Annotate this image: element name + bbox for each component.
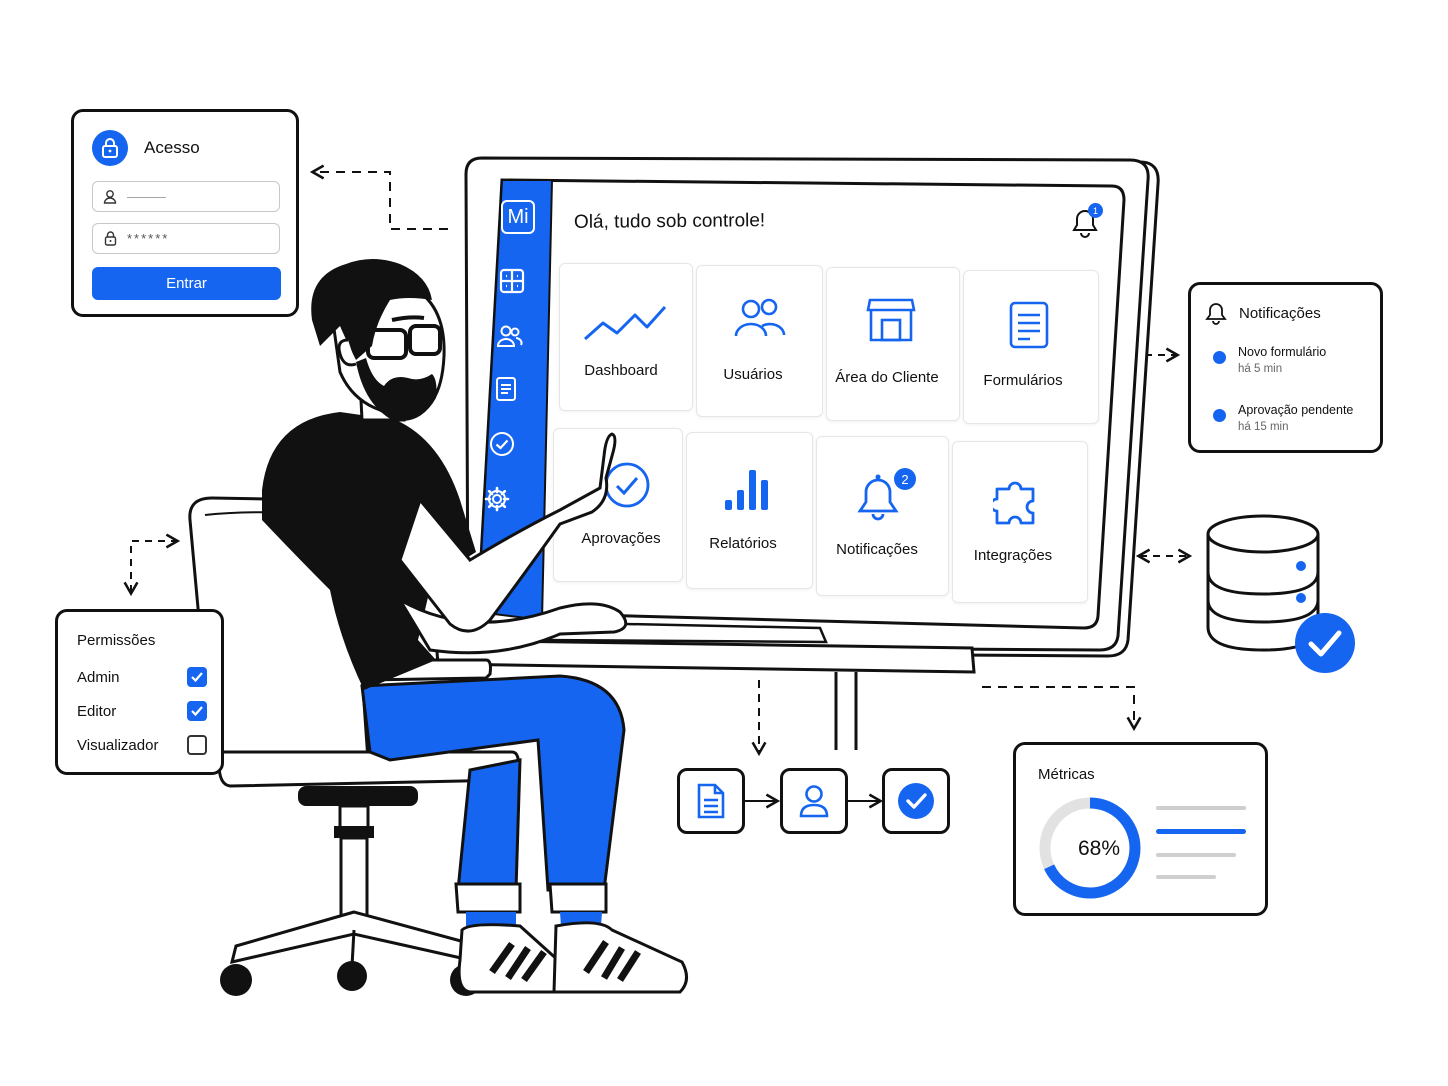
tile-users[interactable]	[696, 265, 823, 417]
tile-notifications-badge: 2	[894, 468, 916, 490]
notification-item[interactable]: Aprovação pendente há 15 min	[1213, 403, 1353, 433]
check-circle-icon	[898, 783, 934, 819]
role-checkbox[interactable]	[187, 701, 207, 721]
password-value: ******	[127, 231, 170, 246]
lock-icon	[93, 231, 127, 246]
user-icon	[799, 785, 829, 818]
tile-reports[interactable]	[686, 432, 813, 589]
sidebar-item-approvals[interactable]	[487, 429, 517, 459]
puzzle-icon	[993, 481, 1035, 525]
role-label: Editor	[77, 702, 117, 720]
gear-icon	[484, 486, 510, 512]
permissions-card: Permissões Admin Editor Visualizador	[55, 609, 224, 775]
tile-label: Aprovações	[581, 530, 661, 547]
login-title: Acesso	[144, 138, 200, 157]
tile-dashboard[interactable]	[559, 263, 693, 411]
sidebar-item-settings[interactable]	[482, 484, 512, 514]
unread-dot	[1213, 351, 1226, 364]
metrics-card: Métricas 68%	[1013, 742, 1268, 916]
tile-label: Usuários	[723, 366, 783, 383]
metrics-title: Métricas	[1038, 766, 1095, 783]
document-icon	[697, 783, 725, 819]
username-field[interactable]: ———	[92, 181, 280, 212]
metrics-percentage: 68%	[1077, 837, 1121, 860]
tile-label: Integrações	[973, 547, 1053, 564]
workflow-step-user[interactable]	[780, 768, 848, 834]
notification-title: Aprovação pendente	[1238, 403, 1354, 417]
permissions-title: Permissões	[77, 632, 156, 649]
metrics-bars	[1156, 806, 1246, 879]
notifications-title: Notificações	[1239, 305, 1321, 322]
login-card: Acesso ——— ****** Entrar	[71, 109, 299, 317]
bell-icon	[1205, 303, 1227, 325]
permission-row-admin: Admin	[77, 667, 207, 687]
sidebar-item-documents[interactable]	[491, 374, 521, 404]
user-icon	[93, 189, 127, 204]
password-field[interactable]: ******	[92, 223, 280, 254]
notification-time: há 5 min	[1238, 363, 1283, 375]
unread-dot	[1213, 409, 1226, 422]
role-checkbox[interactable]	[187, 735, 207, 755]
storefront-icon	[866, 298, 916, 342]
bell-icon	[857, 474, 899, 521]
permission-row-viewer: Visualizador	[77, 735, 207, 755]
document-icon	[496, 377, 516, 401]
tile-label: Formulários	[983, 372, 1063, 389]
notification-time: há 15 min	[1238, 421, 1289, 433]
header-bell-button[interactable]: 1	[1070, 203, 1103, 240]
database-icon	[1206, 514, 1355, 673]
login-header: Acesso	[92, 130, 200, 166]
sidebar-item-dashboard[interactable]	[497, 266, 527, 296]
tile-client-area[interactable]	[826, 267, 960, 421]
role-label: Visualizador	[77, 736, 159, 754]
workflow-step-approved[interactable]	[882, 768, 950, 834]
lock-icon	[92, 130, 128, 166]
users-icon	[496, 325, 523, 347]
sidebar-item-users[interactable]	[494, 321, 524, 351]
tile-label: Relatórios	[709, 535, 777, 552]
tile-label: Notificações	[836, 541, 918, 558]
form-icon	[1009, 301, 1049, 349]
permission-row-editor: Editor	[77, 701, 207, 721]
app-logo: Mi	[501, 200, 535, 234]
grid-icon	[499, 268, 525, 294]
tile-label: Dashboard	[584, 362, 658, 379]
role-checkbox[interactable]	[187, 667, 207, 687]
role-label: Admin	[77, 668, 120, 686]
check-circle-icon	[490, 432, 514, 456]
workflow-step-document[interactable]	[677, 768, 745, 834]
login-submit-button[interactable]: Entrar	[92, 267, 281, 300]
trend-line-icon	[584, 305, 667, 341]
notification-count-badge: 1	[1088, 203, 1103, 218]
notifications-card: Notificações Novo formulário há 5 min Ap…	[1188, 282, 1383, 453]
users-icon	[734, 298, 786, 337]
notification-item[interactable]: Novo formulário há 5 min	[1213, 345, 1326, 375]
bar-chart-icon	[725, 470, 768, 510]
tile-label: Área do Cliente	[835, 369, 939, 386]
progress-donut	[1039, 797, 1141, 899]
notification-title: Novo formulário	[1238, 345, 1327, 359]
username-value: ———	[127, 189, 166, 204]
